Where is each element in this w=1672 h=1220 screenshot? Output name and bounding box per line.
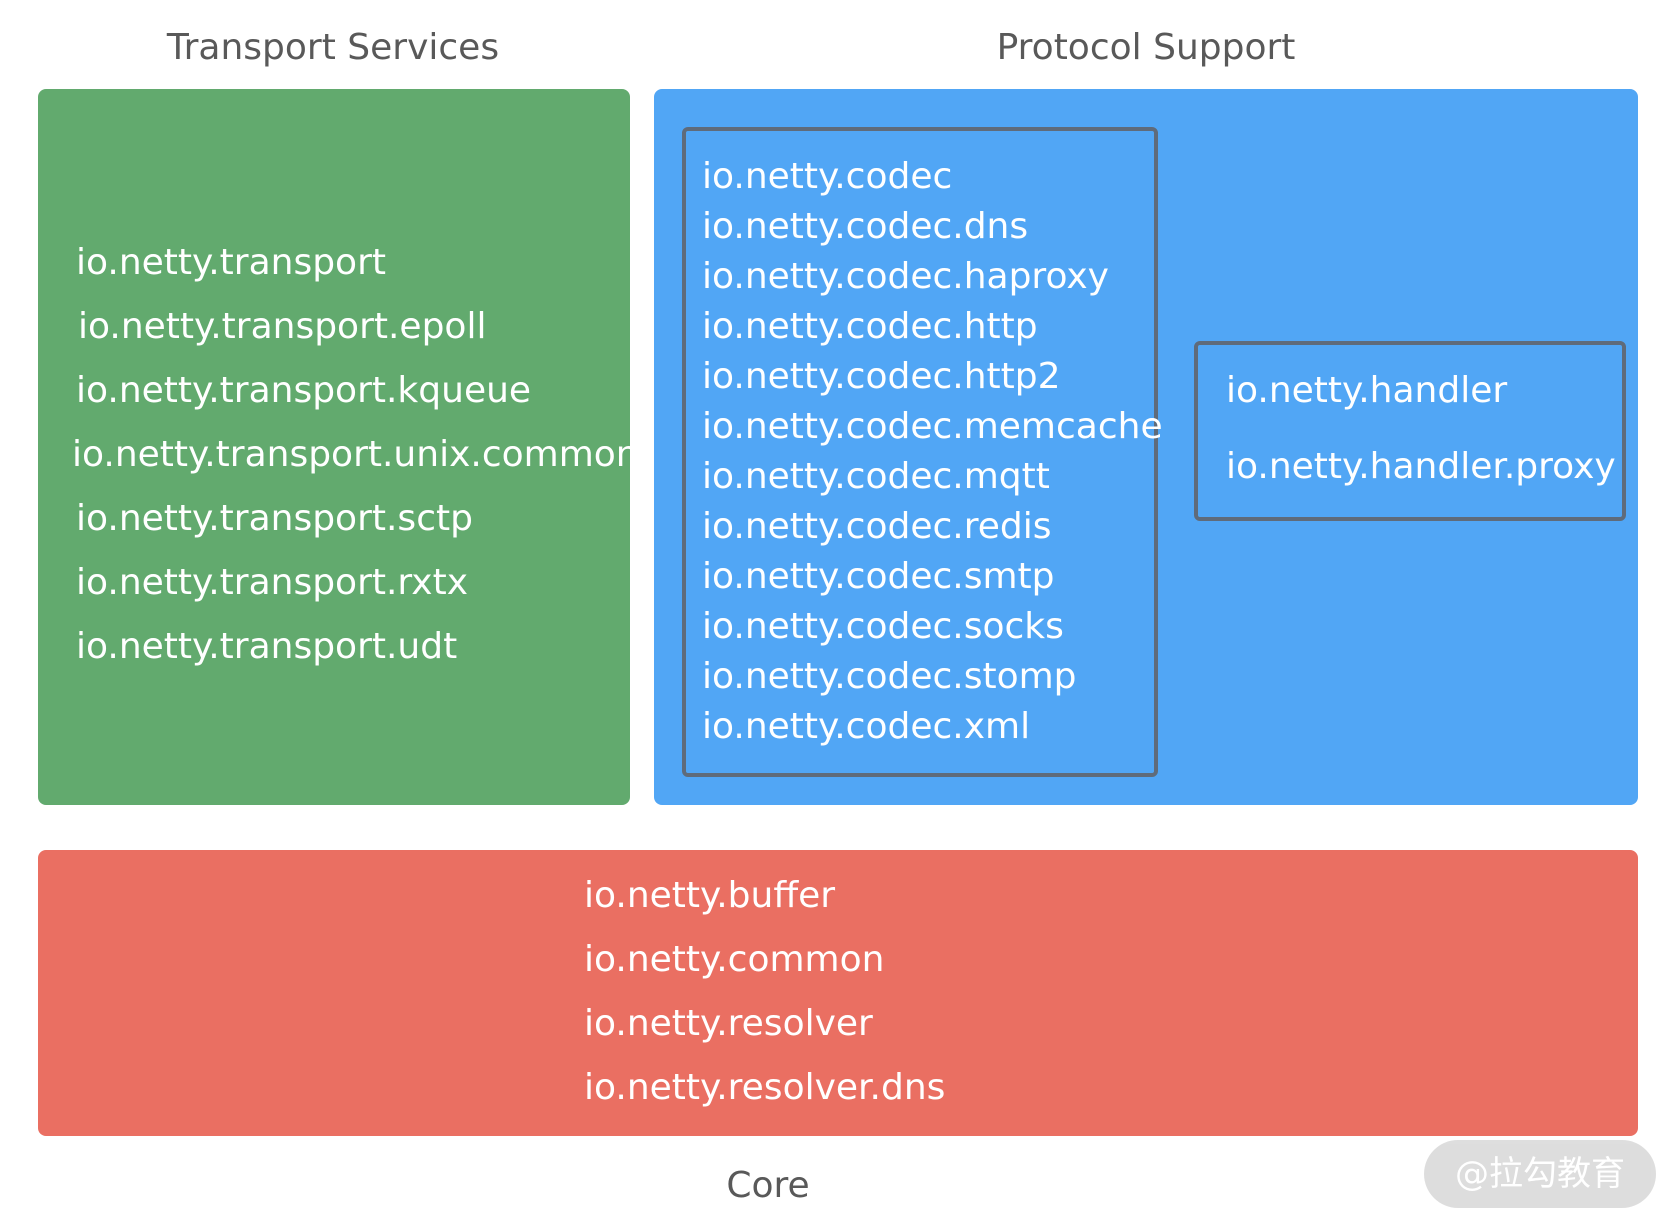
codec-item: io.netty.codec.memcache: [702, 406, 1163, 447]
codec-item: io.netty.codec.mqtt: [702, 456, 1050, 497]
codec-item: io.netty.codec.redis: [702, 506, 1052, 547]
watermark: @拉勾教育: [1424, 1140, 1656, 1208]
codec-item: io.netty.codec.http2: [702, 356, 1061, 397]
handler-item: io.netty.handler: [1226, 370, 1508, 411]
codec-item: io.netty.codec.stomp: [702, 656, 1077, 697]
transport-item: io.netty.transport.kqueue: [76, 370, 532, 411]
codec-item: io.netty.codec.socks: [702, 606, 1064, 647]
protocol-support-title: Protocol Support: [996, 27, 1296, 68]
transport-item: io.netty.transport.udt: [76, 626, 458, 667]
transport-item: io.netty.transport.unix.common: [72, 434, 639, 475]
core-item: io.netty.buffer: [584, 875, 836, 916]
core-item: io.netty.resolver: [584, 1003, 873, 1044]
transport-services-title: Transport Services: [166, 27, 500, 68]
transport-services-panel: io.netty.transport io.netty.transport.ep…: [38, 89, 639, 805]
handler-item: io.netty.handler.proxy: [1226, 446, 1616, 487]
codec-item: io.netty.codec.dns: [702, 206, 1029, 247]
core-panel: io.netty.buffer io.netty.common io.netty…: [38, 850, 1638, 1136]
transport-item: io.netty.transport.epoll: [78, 306, 487, 347]
core-item: io.netty.common: [584, 939, 885, 980]
transport-item: io.netty.transport.sctp: [76, 498, 473, 539]
codec-item: io.netty.codec.http: [702, 306, 1038, 347]
handler-group: io.netty.handler io.netty.handler.proxy: [1194, 341, 1626, 521]
codec-item: io.netty.codec.smtp: [702, 556, 1055, 597]
codec-item: io.netty.codec.haproxy: [702, 256, 1109, 297]
codec-group: io.netty.codec io.netty.codec.dns io.net…: [682, 127, 1163, 777]
core-item: io.netty.resolver.dns: [584, 1067, 946, 1108]
codec-item: io.netty.codec: [702, 156, 953, 197]
protocol-support-panel: io.netty.codec io.netty.codec.dns io.net…: [654, 89, 1638, 805]
transport-item: io.netty.transport: [76, 242, 386, 283]
codec-item: io.netty.codec.xml: [702, 706, 1031, 747]
core-title: Core: [726, 1165, 810, 1206]
transport-item: io.netty.transport.rxtx: [76, 562, 468, 603]
